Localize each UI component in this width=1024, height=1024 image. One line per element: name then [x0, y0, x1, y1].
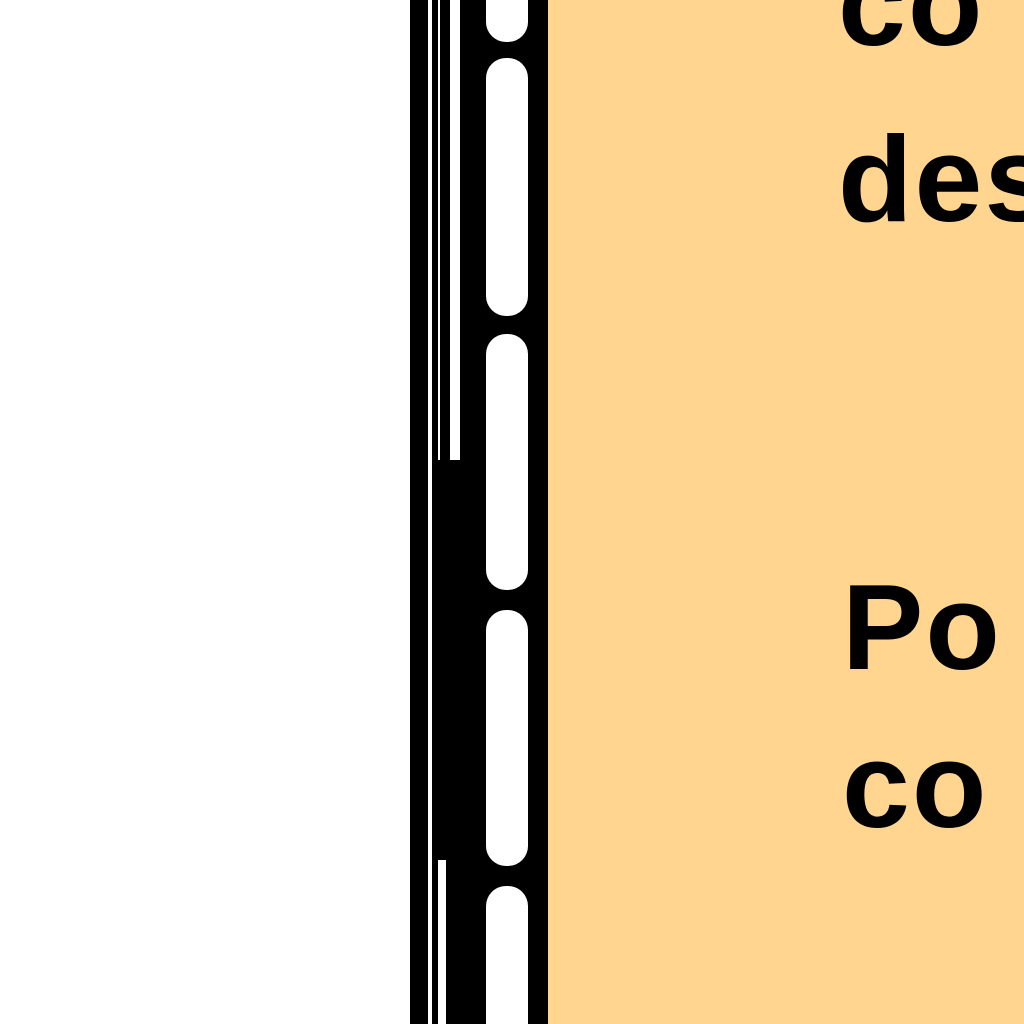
panel-text-line-2: des — [838, 111, 1024, 247]
panel-text-line-1: co — [838, 0, 985, 71]
panel-text-line-3: Po — [842, 559, 1002, 695]
text-panel — [548, 0, 1024, 1024]
panel-text-line-4: co — [842, 717, 989, 853]
blank-margin — [0, 0, 412, 1024]
decorative-frame-border — [410, 0, 550, 1024]
